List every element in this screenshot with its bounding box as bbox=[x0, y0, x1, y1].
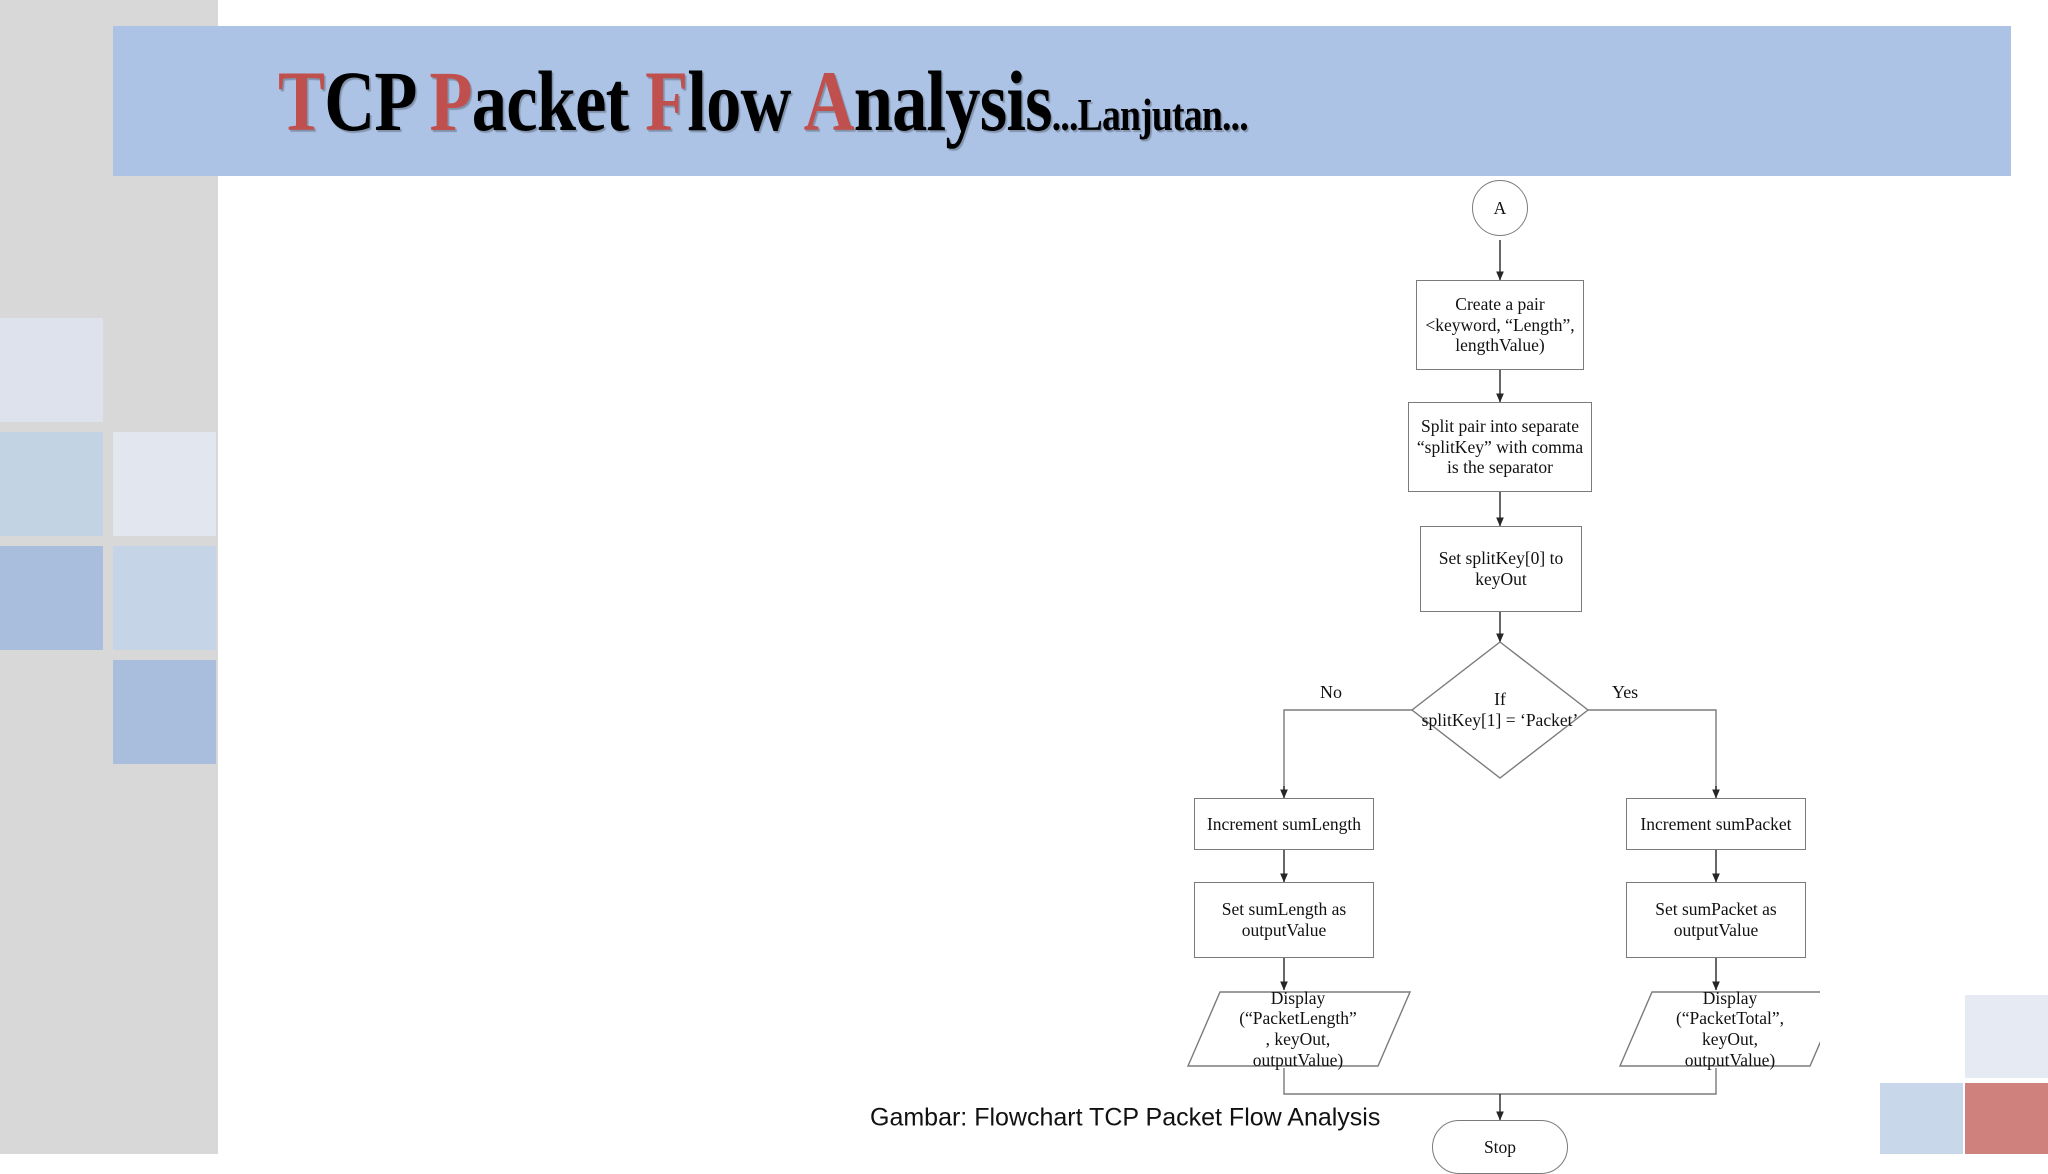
page-title-segment-5: low bbox=[687, 53, 804, 149]
flowchart-connectors bbox=[1186, 240, 1820, 1121]
decorative-square-left-1 bbox=[0, 432, 103, 536]
flow-node-stop: Stop bbox=[1432, 1120, 1568, 1174]
decorative-square-left-0 bbox=[0, 318, 103, 422]
slide-title-banner: TCP Packet Flow Analysis...Lanjutan... bbox=[113, 26, 2011, 176]
page-title-segment-0: T bbox=[278, 53, 325, 149]
branch-label-no: No bbox=[1320, 682, 1342, 702]
decorative-square-right-1 bbox=[1880, 1083, 1963, 1154]
flow-node-split-pair: Split pair into separate“splitKey” with … bbox=[1408, 402, 1592, 492]
decorative-square-left-4 bbox=[113, 546, 216, 650]
page-title-suffix: ...Lanjutan... bbox=[1051, 89, 1249, 140]
decorative-square-right-2 bbox=[1965, 1083, 2048, 1154]
branch-label-yes: Yes bbox=[1612, 682, 1639, 702]
flow-node-increment-sumpacket: Increment sumPacket bbox=[1626, 798, 1806, 850]
page-title-segment-1: CP bbox=[324, 53, 430, 149]
flow-node-create-pair: Create a pair<keyword, “Length”,lengthVa… bbox=[1416, 280, 1584, 370]
flow-node-display-packettotal: Display(“PacketTotal”,keyOut,outputValue… bbox=[1675, 987, 1785, 1070]
decorative-square-right-0 bbox=[1965, 995, 2048, 1078]
figure-caption: Gambar: Flowchart TCP Packet Flow Analys… bbox=[870, 1103, 1381, 1132]
page-title: TCP Packet Flow Analysis...Lanjutan... bbox=[278, 58, 1249, 144]
display-packetlength-shape bbox=[1186, 991, 1412, 1067]
flow-node-connector-a: A bbox=[1472, 180, 1528, 236]
decorative-square-left-5 bbox=[113, 660, 216, 764]
page-title-segment-2: P bbox=[429, 53, 473, 149]
flowchart-diagram: A Create a pair<keyword, “Length”,length… bbox=[1180, 180, 1820, 1174]
page-title-segment-4: F bbox=[645, 53, 688, 149]
page-title-segment-6: A bbox=[803, 53, 855, 149]
decorative-square-left-2 bbox=[113, 432, 216, 536]
page-title-rich: TCP Packet Flow Analysis bbox=[278, 53, 1053, 149]
flow-node-increment-sumlength: Increment sumLength bbox=[1194, 798, 1374, 850]
flow-node-display-packetlength: Display(“PacketLength”, keyOut,outputVal… bbox=[1239, 987, 1357, 1070]
page-title-segment-3: acket bbox=[471, 53, 646, 149]
page-title-segment-7: nalysis bbox=[853, 53, 1053, 149]
decorative-square-left-3 bbox=[0, 546, 103, 650]
display-packettotal-shape bbox=[1618, 991, 1820, 1067]
